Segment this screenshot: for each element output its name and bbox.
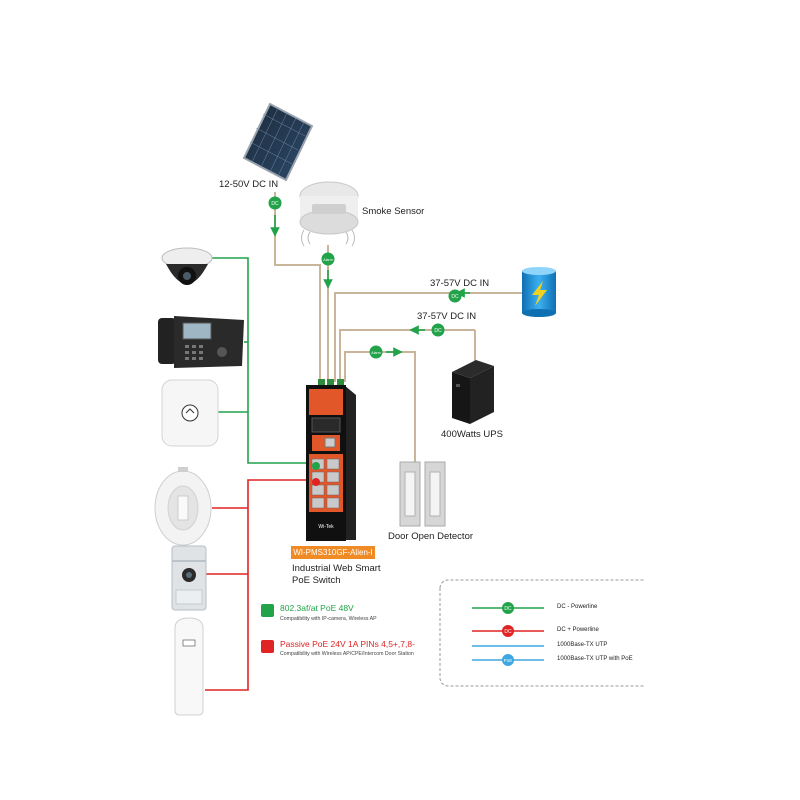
badge-text: Alarm bbox=[323, 258, 332, 262]
dome-camera bbox=[161, 247, 213, 285]
svg-text:Wi-Tek: Wi-Tek bbox=[318, 524, 334, 530]
switch-desc-line2: PoE Switch bbox=[292, 575, 341, 586]
solar-panel bbox=[242, 102, 314, 182]
poe-switch: Wi-Tek bbox=[306, 379, 356, 541]
poe-note-green-swatch bbox=[261, 604, 274, 617]
flow-arrows bbox=[270, 215, 470, 357]
badge-solar-dc: DC bbox=[268, 196, 282, 210]
smoke-sensor bbox=[299, 181, 359, 247]
svg-text:DC: DC bbox=[504, 629, 512, 635]
door-detector bbox=[399, 461, 446, 527]
poe-note-green-subtitle: Compatibility with IP-camera, Wireless A… bbox=[280, 616, 377, 622]
green-poe-lines bbox=[212, 257, 318, 464]
legend-label-utp-poe: 1000Base-TX UTP with PoE bbox=[557, 656, 633, 662]
ups-input-label: 37-57V DC IN bbox=[417, 311, 477, 322]
badge-text: Alarm bbox=[371, 351, 380, 355]
svg-text:DC: DC bbox=[504, 606, 512, 612]
solar-input-label: 12-50V DC IN bbox=[219, 179, 279, 190]
poe-note-red-title: Passive PoE 24V 1A PINs 4,5+,7,8- bbox=[280, 639, 415, 649]
outdoor-cpe bbox=[174, 617, 204, 716]
legend-row-dc-plus: DC bbox=[472, 625, 544, 637]
poe-note-green-title: 802.3af/at PoE 48V bbox=[280, 603, 354, 613]
switch-model-tag: WI-PMS310GF-Alien-I bbox=[291, 546, 375, 559]
badge-text: DC bbox=[451, 294, 459, 300]
battery bbox=[522, 267, 556, 317]
badge-ups-dc: DC bbox=[431, 323, 445, 337]
dish-cpe bbox=[154, 467, 212, 546]
svg-text:PoE: PoE bbox=[504, 658, 513, 663]
badge-smoke-alarm: Alarm bbox=[321, 252, 335, 266]
switch-desc-line1: Industrial Web Smart bbox=[292, 563, 381, 574]
badge-door-alarm: Alarm bbox=[369, 345, 383, 359]
door-detector-label: Door Open Detector bbox=[388, 531, 474, 542]
badge-battery-dc: DC bbox=[448, 289, 462, 303]
legend-label-dc-minus: DC - Powerline bbox=[557, 604, 598, 610]
ups bbox=[452, 360, 494, 424]
poe-note-red-swatch bbox=[261, 640, 274, 653]
legend-row-dc-minus: DC bbox=[472, 602, 544, 614]
ups-label: 400Watts UPS bbox=[441, 429, 503, 440]
legend-row-utp-poe: PoE bbox=[472, 654, 544, 666]
smoke-sensor-label: Smoke Sensor bbox=[362, 206, 425, 217]
poe-note-red-subtitle: Compatibility with Wireless AP/CPE/Inter… bbox=[280, 651, 414, 657]
ups-power-line bbox=[339, 329, 475, 382]
legend-label-dc-plus: DC + Powerline bbox=[557, 627, 599, 633]
wireless-ap bbox=[161, 379, 219, 447]
badge-text: DC bbox=[434, 328, 442, 334]
legend: DC DC PoE bbox=[439, 579, 645, 687]
red-poe-lines bbox=[205, 479, 318, 691]
battery-power-line bbox=[334, 292, 525, 382]
door-station bbox=[171, 545, 207, 611]
ip-phone bbox=[158, 316, 244, 368]
legend-label-utp: 1000Base-TX UTP bbox=[557, 642, 608, 648]
battery-input-label: 37-57V DC IN bbox=[430, 278, 490, 289]
badge-text: DC bbox=[271, 201, 279, 207]
